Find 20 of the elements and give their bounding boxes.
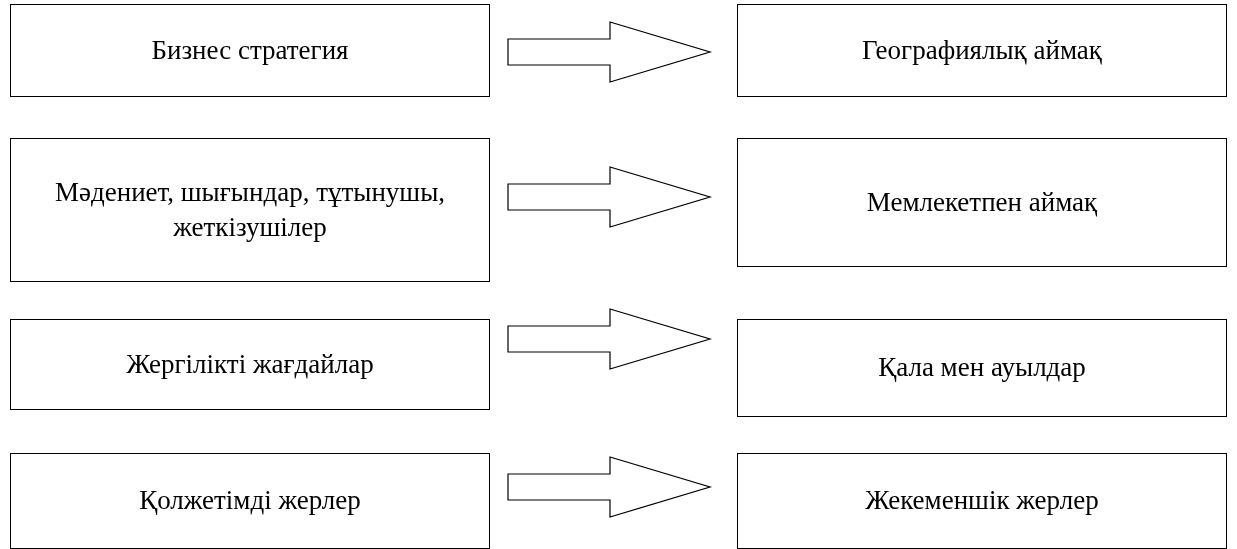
text-box bbox=[737, 4, 1227, 97]
box-label: Қала мен ауылдар bbox=[877, 351, 1087, 385]
text-box bbox=[737, 319, 1227, 417]
box-label: Мемлекетпен аймақ bbox=[865, 185, 1099, 219]
box-label: Бизнес стратегия bbox=[150, 33, 350, 67]
block-arrow bbox=[507, 21, 713, 83]
text-box bbox=[737, 138, 1227, 267]
box-label: Жекеменшік жерлер bbox=[864, 484, 1100, 518]
text-box bbox=[10, 138, 490, 282]
block-arrow bbox=[507, 456, 713, 518]
box-label: Жергілікті жағдайлар bbox=[125, 347, 375, 381]
block-arrow bbox=[507, 308, 713, 370]
block-arrow bbox=[507, 166, 713, 228]
text-box bbox=[737, 453, 1227, 549]
text-box bbox=[10, 319, 490, 410]
text-box bbox=[10, 453, 490, 549]
box-label: Қолжетімді жерлер bbox=[138, 484, 362, 518]
box-label: Географиялық аймақ bbox=[861, 33, 1103, 67]
text-box bbox=[10, 4, 490, 97]
box-label: Мәдениет, шығындар, тұтынушы, жеткізушілер bbox=[53, 175, 447, 244]
